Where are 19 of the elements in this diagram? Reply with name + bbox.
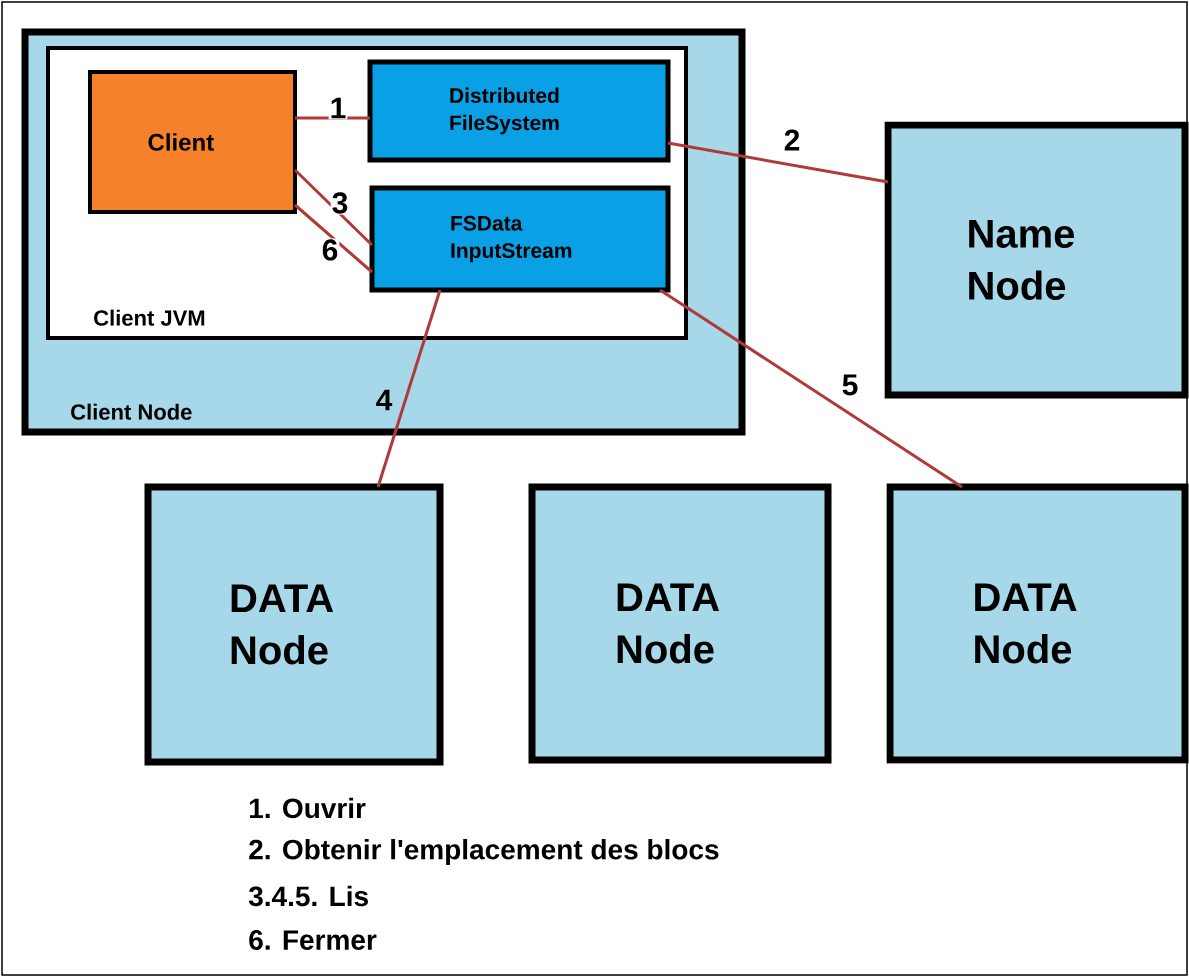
list-item: 3.4.5. Lis (248, 885, 368, 907)
edge-label: 2 (782, 128, 802, 152)
connector-line (295, 116, 370, 120)
class-box: FSData InputStream (369, 185, 671, 293)
name-node-box: Name Node (884, 121, 1189, 399)
connector-line (667, 141, 889, 184)
data-node-box: DATA Node (886, 483, 1189, 764)
connector-line (659, 288, 963, 489)
data-node-box: DATA Node (528, 483, 832, 764)
data-node-box: DATA Node (144, 483, 444, 766)
connector-line (293, 168, 374, 247)
class-box: Distributed FileSystem (367, 59, 671, 163)
edge-label: 5 (840, 373, 860, 397)
connector-line (376, 289, 442, 488)
client-box: Client (88, 70, 297, 214)
list-item: 1. Ouvrir (249, 797, 366, 819)
list-item: 2. Obtenir l'emplacement des blocs (249, 838, 719, 866)
connector-line (294, 203, 373, 274)
list-item: 6. Fermer (249, 930, 377, 950)
